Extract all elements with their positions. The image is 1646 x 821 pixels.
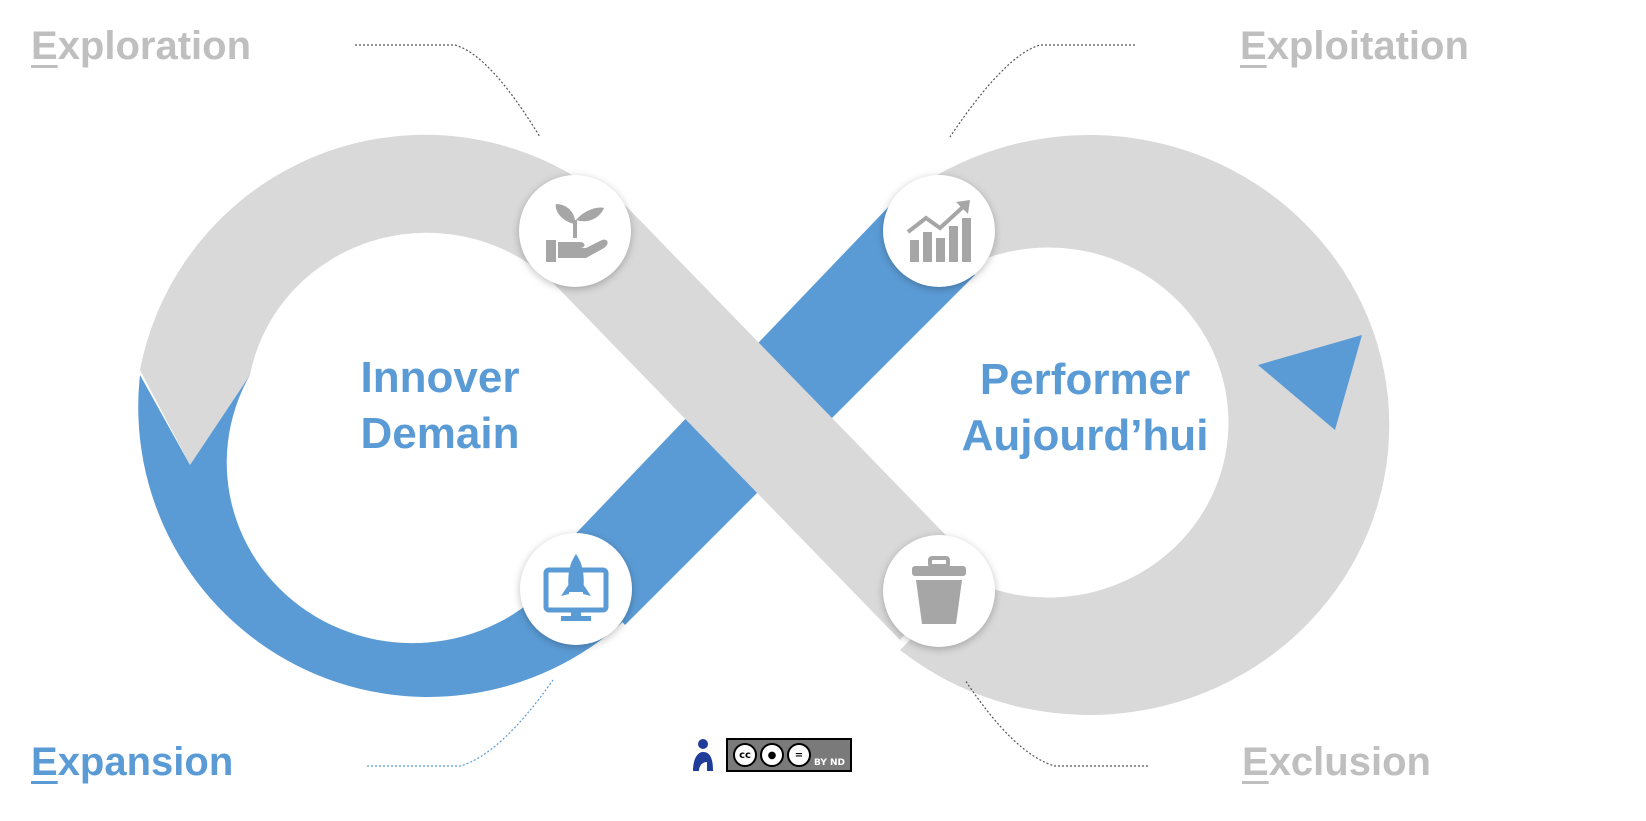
exclusion-diagonal — [560, 205, 970, 640]
label-exclusion-rest: xclusion — [1268, 740, 1431, 784]
center-performer-aujourdhui: Performer Aujourd’hui — [935, 352, 1235, 464]
label-expansion-rest: xpansion — [57, 740, 234, 784]
center-right-line2: Aujourd’hui — [961, 411, 1209, 460]
label-exploration: Exploration — [31, 26, 251, 66]
center-right-line1: Performer — [979, 355, 1191, 404]
expansion-loop — [138, 375, 625, 697]
cycle-arrowhead — [1258, 335, 1362, 430]
label-exclusion: Exclusion — [1242, 742, 1431, 782]
no-derivatives-icon: = — [787, 743, 811, 767]
attribution-icon: ● — [760, 743, 784, 767]
license-area: cc ● = BY ND — [690, 738, 853, 772]
label-expansion-initial: E — [31, 740, 58, 784]
rocket-monitor-icon — [520, 533, 632, 645]
leader-exclusion — [964, 679, 1148, 767]
exploitation-loop — [900, 135, 1390, 716]
cc-by-nd-badge: cc ● = BY ND — [726, 738, 853, 772]
author-logo — [693, 739, 713, 771]
label-exploration-initial: E — [31, 24, 58, 68]
label-exploitation-initial: E — [1240, 24, 1267, 68]
cc-logo: cc — [733, 743, 757, 767]
center-innover-demain: Innover Demain — [330, 350, 550, 462]
plant-in-hand-icon — [519, 175, 631, 287]
label-exploitation: Exploitation — [1240, 26, 1469, 66]
center-left-line1: Innover — [360, 353, 520, 402]
label-exploitation-rest: xploitation — [1266, 24, 1469, 68]
trash-bin-icon — [883, 535, 995, 647]
label-exploration-rest: xploration — [57, 24, 252, 68]
center-left-line2: Demain — [360, 409, 520, 458]
leader-exploration — [355, 44, 541, 138]
growth-chart-icon — [883, 175, 995, 287]
leader-expansion — [367, 679, 554, 767]
cc-terms: BY ND — [814, 758, 846, 768]
leader-exploitation — [949, 44, 1135, 138]
label-expansion: Expansion — [31, 742, 233, 782]
label-exclusion-initial: E — [1242, 740, 1269, 784]
exploration-loop — [140, 134, 625, 465]
